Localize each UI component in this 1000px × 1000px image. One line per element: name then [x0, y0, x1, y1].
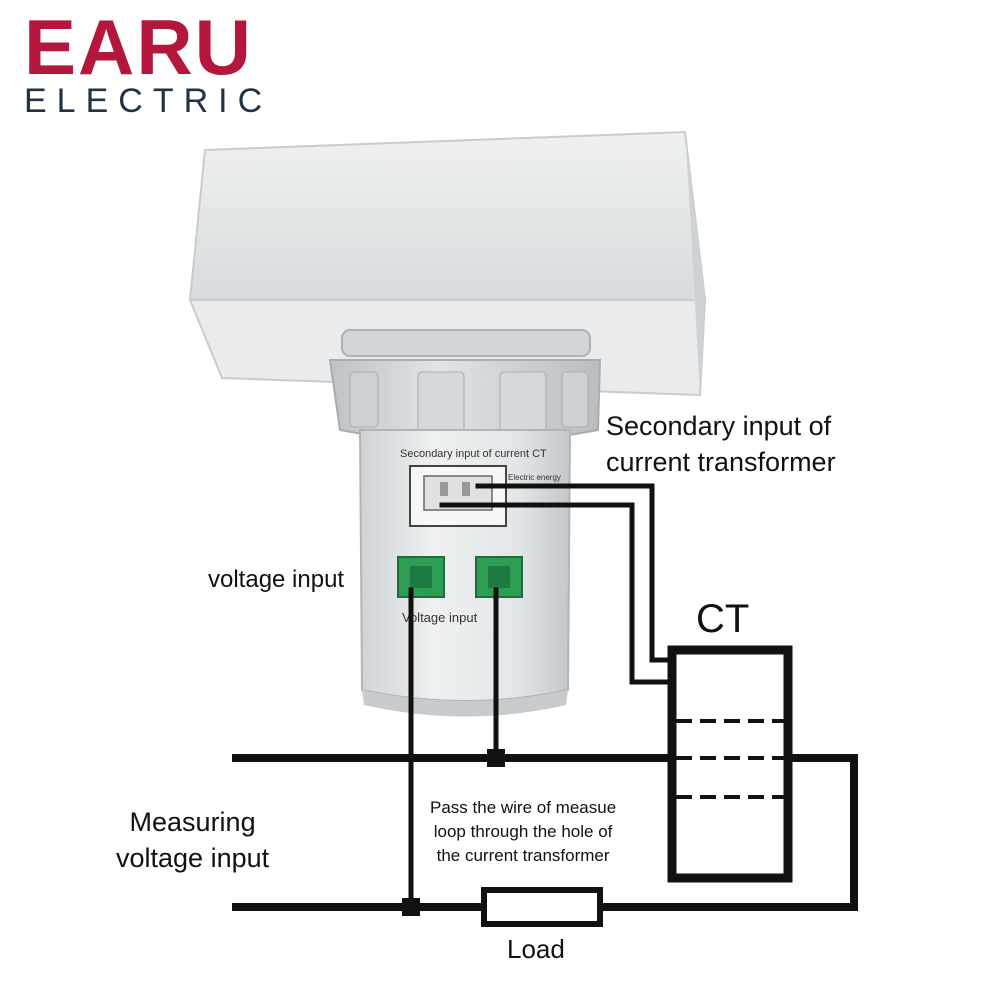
brand-logo: EARU [24, 3, 254, 91]
current-transformer [667, 645, 793, 883]
junction-top [487, 749, 505, 767]
nut-grip-3 [499, 371, 547, 435]
ct-secondary-wire-inner [439, 502, 675, 685]
nut-grip-4 [561, 371, 589, 428]
nut-grip-2 [417, 371, 465, 435]
ct-body [667, 645, 793, 883]
pass-wire-instruction: Pass the wire of measue loop through the… [430, 798, 617, 865]
ct-pin-2 [462, 482, 470, 496]
ct-pin-1 [440, 482, 448, 496]
device-electric-text: Electric energy [508, 473, 561, 482]
line-top [232, 754, 858, 911]
measuring-voltage-label: Measuring voltage input [116, 807, 270, 873]
ct-label: CT [696, 597, 750, 641]
voltage-input-label: voltage input [208, 566, 345, 593]
locking-nut-ring [341, 329, 591, 357]
junction-bottom [402, 898, 420, 916]
meter-device: Secondary input of current CT Electric e… [188, 130, 707, 717]
load-resistor [481, 887, 603, 927]
ct-secondary-wire-outer [475, 483, 675, 663]
wires [232, 483, 858, 911]
device-voltage-text: Voltage input [402, 610, 478, 625]
nut-grip-1 [349, 371, 379, 428]
secondary-input-label: Secondary input of current transformer [606, 411, 836, 477]
load-label: Load [507, 934, 565, 964]
voltage-terminal-right-slot [488, 566, 510, 588]
voltage-terminal-left-slot [410, 566, 432, 588]
brand-subtitle: ELECTRIC [24, 82, 273, 120]
housing-side [685, 132, 705, 395]
device-secondary-text: Secondary input of current CT [400, 448, 547, 460]
housing-top [188, 130, 707, 301]
